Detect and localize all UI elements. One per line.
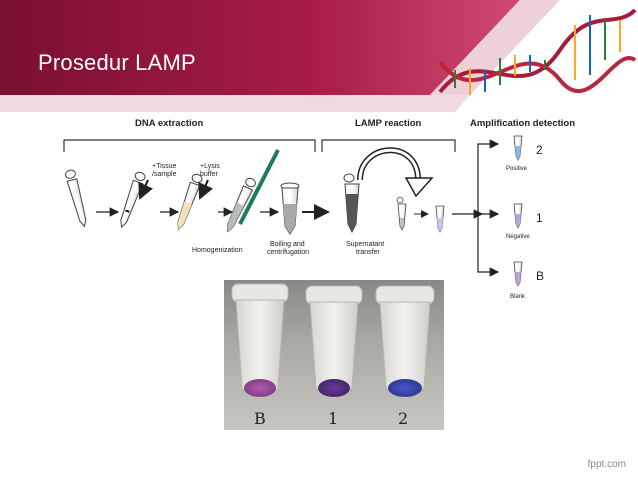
blank-letter: B (536, 269, 544, 283)
tube-boiling (280, 182, 300, 235)
section-dna-extraction: DNA extraction (135, 118, 203, 129)
transfer-arrow (357, 147, 422, 183)
result-blank: B Blank (510, 261, 544, 300)
photo-tube-2 (375, 285, 435, 399)
positive-label: Positive (506, 166, 528, 172)
section-lamp-reaction: LAMP reaction (355, 118, 422, 129)
banner-graphic (0, 0, 638, 118)
result-negative: 1 Negative (506, 203, 543, 240)
pestle (238, 149, 280, 225)
header-banner: Prosedur LAMP (0, 0, 638, 118)
tube-empty (65, 169, 87, 228)
tube-homogenization (227, 177, 256, 233)
label-sample: /sample (152, 171, 177, 178)
label-supernatant: Supernatant (346, 241, 384, 248)
photo-tube-b (231, 283, 289, 399)
label-tissue: +Tissue (152, 163, 177, 170)
dna-helix-icon (438, 8, 637, 95)
bracket-lamp (321, 139, 456, 152)
lamp-process-diagram: DNA extraction LAMP reaction Amplificati… (63, 118, 575, 300)
footer-brand: fppt.com (587, 459, 626, 470)
tubes-photo: B 1 2 (224, 280, 444, 430)
photo-label-b: B (254, 409, 266, 428)
banner-light-band (0, 95, 470, 112)
tube-lamp-reaction (435, 205, 445, 233)
negative-number: 1 (536, 211, 543, 225)
label-buffer: buffer (200, 171, 218, 178)
photo-label-1: 1 (328, 409, 338, 428)
photo-label-2: 2 (398, 409, 408, 428)
bracket-dna (63, 139, 316, 152)
slide-title: Prosedur LAMP (38, 50, 196, 75)
negative-label: Negative (506, 234, 530, 240)
banner-dark-band (0, 0, 520, 95)
label-lysis: +Lysis (200, 163, 220, 170)
photo-tube-1 (305, 285, 363, 399)
tube-tissue (120, 171, 146, 229)
banner-stripe (430, 0, 560, 95)
tube-lamp-small (396, 196, 407, 231)
tube-lysis (177, 173, 203, 231)
section-amplification-detection: Amplification detection (470, 118, 575, 129)
label-boiling: Boiling and (270, 241, 305, 248)
positive-number: 2 (536, 143, 543, 157)
label-homogenization: Homogenization (192, 247, 243, 254)
tube-supernatant (343, 173, 360, 234)
blank-label: Blank (510, 294, 526, 300)
label-transfer: transfer (356, 249, 380, 256)
result-positive: 2 Positive (506, 135, 543, 172)
label-centrifugation: centrifugation (267, 249, 309, 256)
